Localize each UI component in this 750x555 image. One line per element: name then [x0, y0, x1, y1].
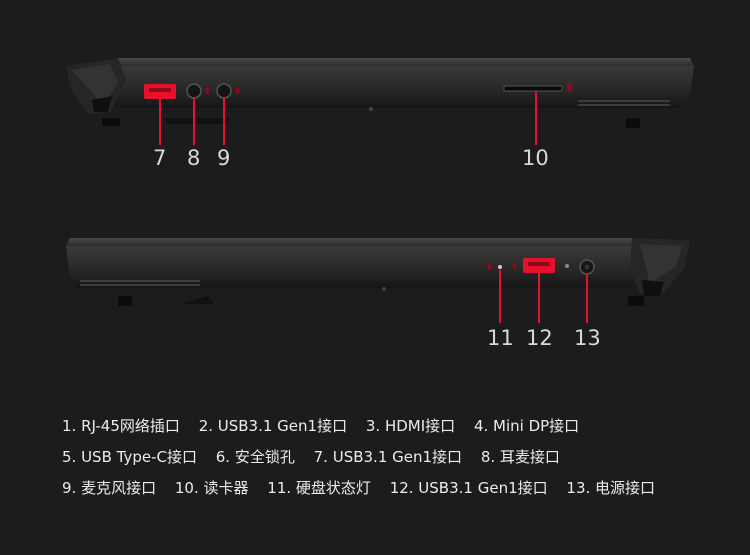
legend-item: 3. HDMI接口 [365, 417, 456, 435]
callout-8: 8 [187, 146, 201, 170]
legend-item: 1. RJ-45网络插口 [62, 417, 180, 435]
legend-item: 10. 读卡器 [174, 479, 249, 497]
legend-item: 5. USB Type-C接口 [62, 448, 197, 466]
legend-item: 9. 麦克风接口 [62, 479, 157, 497]
legend-item: 6. 安全锁孔 [215, 448, 295, 466]
callout-7: 7 [153, 146, 167, 170]
callout-11: 11 [487, 326, 514, 350]
callout-10: 10 [522, 146, 549, 170]
callout-9: 9 [217, 146, 231, 170]
card-reader-10 [503, 85, 563, 92]
legend-item: 13. 电源接口 [566, 479, 656, 497]
legend-item: 11. 硬盘状态灯 [267, 479, 371, 497]
headset-jack-8 [186, 83, 202, 99]
legend-item: 4. Mini DP接口 [473, 417, 580, 435]
legend-item: 12. USB3.1 Gen1接口 [389, 479, 548, 497]
legend-row-2: 5. USB Type-C接口 6. 安全锁孔 7. USB3.1 Gen1接口… [62, 447, 574, 467]
legend-item: 2. USB3.1 Gen1接口 [198, 417, 348, 435]
mic-jack-9 [216, 83, 232, 99]
legend-row-1: 1. RJ-45网络插口 2. USB3.1 Gen1接口 3. HDMI接口 … [62, 416, 593, 436]
hdd-status-led-11 [498, 265, 502, 269]
legend-item: 8. 耳麦接口 [480, 448, 560, 466]
callout-12: 12 [526, 326, 553, 350]
callout-13: 13 [574, 326, 601, 350]
legend-item: 7. USB3.1 Gen1接口 [313, 448, 463, 466]
legend-row-3: 9. 麦克风接口 10. 读卡器 11. 硬盘状态灯 12. USB3.1 Ge… [62, 478, 669, 498]
